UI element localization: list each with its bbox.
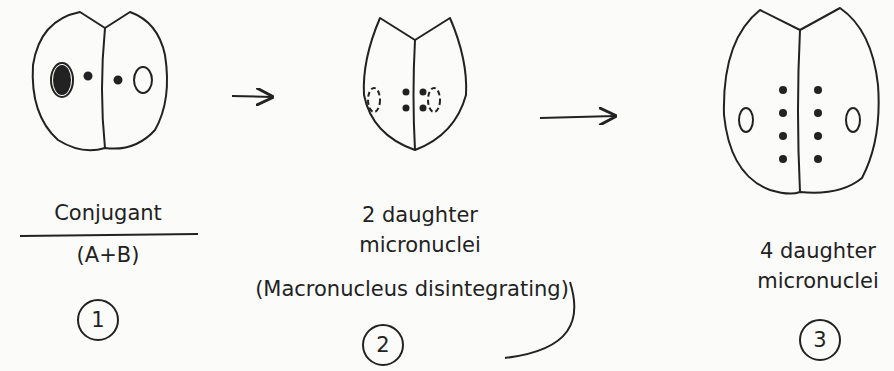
micronucleus <box>420 105 427 112</box>
micronucleus <box>85 73 92 80</box>
micronucleus <box>779 155 787 163</box>
micronucleus <box>814 155 822 163</box>
cell-divider <box>414 40 416 150</box>
micronucleus <box>779 109 787 117</box>
step-number-circle: 1 <box>77 299 119 341</box>
process-arrow <box>232 96 272 97</box>
step-number: 3 <box>813 328 826 352</box>
step-number: 2 <box>376 333 389 357</box>
cell-divider <box>102 28 105 148</box>
caption-text: 4 daughter micronuclei <box>748 236 888 297</box>
conjugant-outline <box>724 8 879 194</box>
conjugant-outline <box>364 18 466 150</box>
micronucleus <box>403 105 410 112</box>
micronucleus <box>403 89 410 96</box>
underline <box>20 234 198 236</box>
caption-text: 2 daughter micronuclei <box>350 200 490 261</box>
conjugant-outline <box>33 12 167 150</box>
caption-text: (A+B) <box>8 240 208 270</box>
step-number-circle: 3 <box>799 319 841 361</box>
macronucleus <box>739 108 753 132</box>
micronucleus <box>115 77 122 84</box>
macronucleus <box>134 67 152 93</box>
step-number: 1 <box>91 308 104 332</box>
micronucleus <box>814 109 822 117</box>
micronucleus <box>779 132 787 140</box>
macronucleus <box>54 66 70 94</box>
macronucleus <box>51 63 73 97</box>
caption-text: Conjugant <box>8 198 208 228</box>
micronucleus <box>814 132 822 140</box>
macronucleus <box>846 108 860 132</box>
macronucleus-disintegrating <box>368 88 380 112</box>
step-number-circle: 2 <box>362 324 404 366</box>
micronucleus <box>814 86 822 94</box>
process-arrow <box>540 116 615 118</box>
micronucleus <box>420 89 427 96</box>
caption-text: (Macronucleus disintegrating) <box>252 274 572 304</box>
cell-divider <box>798 30 800 192</box>
macronucleus-disintegrating <box>428 88 440 112</box>
micronucleus <box>779 86 787 94</box>
